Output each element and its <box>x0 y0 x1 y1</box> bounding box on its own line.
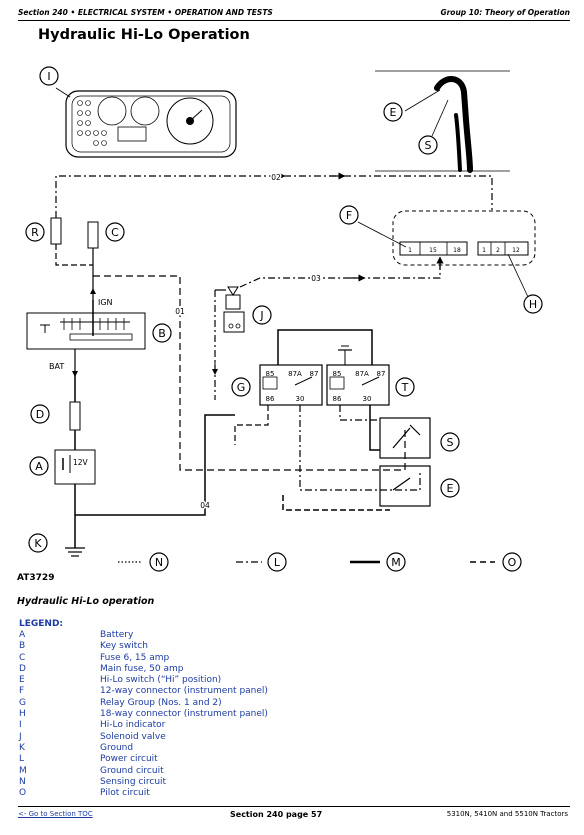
svg-text:M: M <box>391 556 401 569</box>
ground-symbol <box>65 547 85 557</box>
svg-text:O: O <box>508 556 517 569</box>
figure-id: AT3729 <box>17 573 55 583</box>
svg-text:N: N <box>155 556 163 569</box>
svg-text:D: D <box>36 408 44 421</box>
relay-g-87: 87 <box>310 370 319 378</box>
svg-text:I: I <box>47 70 50 83</box>
legend-heading: LEGEND: <box>19 619 64 629</box>
callout-k: K <box>28 533 48 553</box>
key-switch <box>26 300 146 372</box>
callout-o: O <box>502 552 522 572</box>
callout-r: R <box>25 222 45 242</box>
callout-h: H <box>523 294 543 314</box>
callout-g: G <box>231 377 251 397</box>
ign-label: IGN <box>98 298 113 307</box>
pin-1b: 1 <box>482 247 486 254</box>
relay-t-30: 30 <box>363 395 372 403</box>
wire-label-01: 01 <box>175 307 185 316</box>
svg-text:L: L <box>274 556 281 569</box>
callout-l: L <box>267 552 287 572</box>
bat-label: BAT <box>49 362 64 371</box>
svg-text:A: A <box>35 460 43 473</box>
callout-s-top: S <box>418 135 438 155</box>
callout-e-top: E <box>383 102 403 122</box>
solenoid-valve <box>223 286 245 333</box>
svg-text:T: T <box>401 381 409 394</box>
header-rule <box>18 20 570 21</box>
wire-label-03: 03 <box>311 274 321 283</box>
relay-group <box>259 329 390 406</box>
section-header: Section 240 • ELECTRICAL SYSTEM • OPERAT… <box>18 8 273 17</box>
group-header: Group 10: Theory of Operation <box>440 8 570 17</box>
svg-text:G: G <box>237 381 246 394</box>
relay-g-87a: 87A <box>288 370 302 378</box>
callout-n: N <box>149 552 169 572</box>
instrument-panel <box>55 87 237 158</box>
svg-text:R: R <box>31 226 39 239</box>
battery <box>54 449 96 485</box>
relay-g-30: 30 <box>296 395 305 403</box>
callout-b: B <box>152 323 172 343</box>
pin-18: 18 <box>453 247 461 254</box>
battery-voltage: 12V <box>73 458 89 467</box>
callout-i: I <box>39 66 59 86</box>
svg-text:K: K <box>34 537 42 550</box>
footer-rule <box>18 806 570 807</box>
callout-s: S <box>440 432 460 452</box>
pin-1: 1 <box>408 247 412 254</box>
svg-text:F: F <box>346 209 352 222</box>
page-title: Hydraulic Hi-Lo Operation <box>38 27 250 43</box>
pin-12: 12 <box>512 247 520 254</box>
svg-text:E: E <box>447 482 454 495</box>
relay-t-87: 87 <box>377 370 386 378</box>
svg-text:H: H <box>529 298 537 311</box>
callout-m: M <box>386 552 406 572</box>
svg-text:B: B <box>158 327 166 340</box>
tractor-models: 5310N, 5410N and 5510N Tractors <box>446 810 568 818</box>
relay-t-85: 85 <box>333 370 342 378</box>
wire-label-04: 04 <box>200 501 210 510</box>
wire-label-02: 02 <box>271 173 281 182</box>
relay-g-86: 86 <box>266 395 275 403</box>
callout-d: D <box>30 404 50 424</box>
pin-2: 2 <box>496 247 500 254</box>
relay-g-85: 85 <box>266 370 275 378</box>
go-to-section-toc-link[interactable]: <- Go to Section TOC <box>18 810 93 818</box>
svg-text:C: C <box>111 226 119 239</box>
hi-lo-lever <box>375 70 510 173</box>
svg-text:S: S <box>447 436 454 449</box>
wiring-diagram: I E S R C F H J B G T D S A E K N L M O … <box>25 66 543 572</box>
callout-e: E <box>440 478 460 498</box>
callout-c: C <box>105 222 125 242</box>
callout-j: J <box>252 305 272 325</box>
figure-caption: Hydraulic Hi-Lo operation <box>17 596 155 607</box>
svg-text:S: S <box>425 139 432 152</box>
callout-t: T <box>395 377 415 397</box>
instrument-connector <box>392 210 536 266</box>
relay-t-86: 86 <box>333 395 342 403</box>
page-number: Section 240 page 57 <box>230 810 323 819</box>
svg-text:J: J <box>259 309 263 322</box>
relay-t-87a: 87A <box>355 370 369 378</box>
callout-a: A <box>29 456 49 476</box>
svg-text:E: E <box>390 106 397 119</box>
callout-f: F <box>339 205 359 225</box>
pin-15: 15 <box>429 247 437 254</box>
